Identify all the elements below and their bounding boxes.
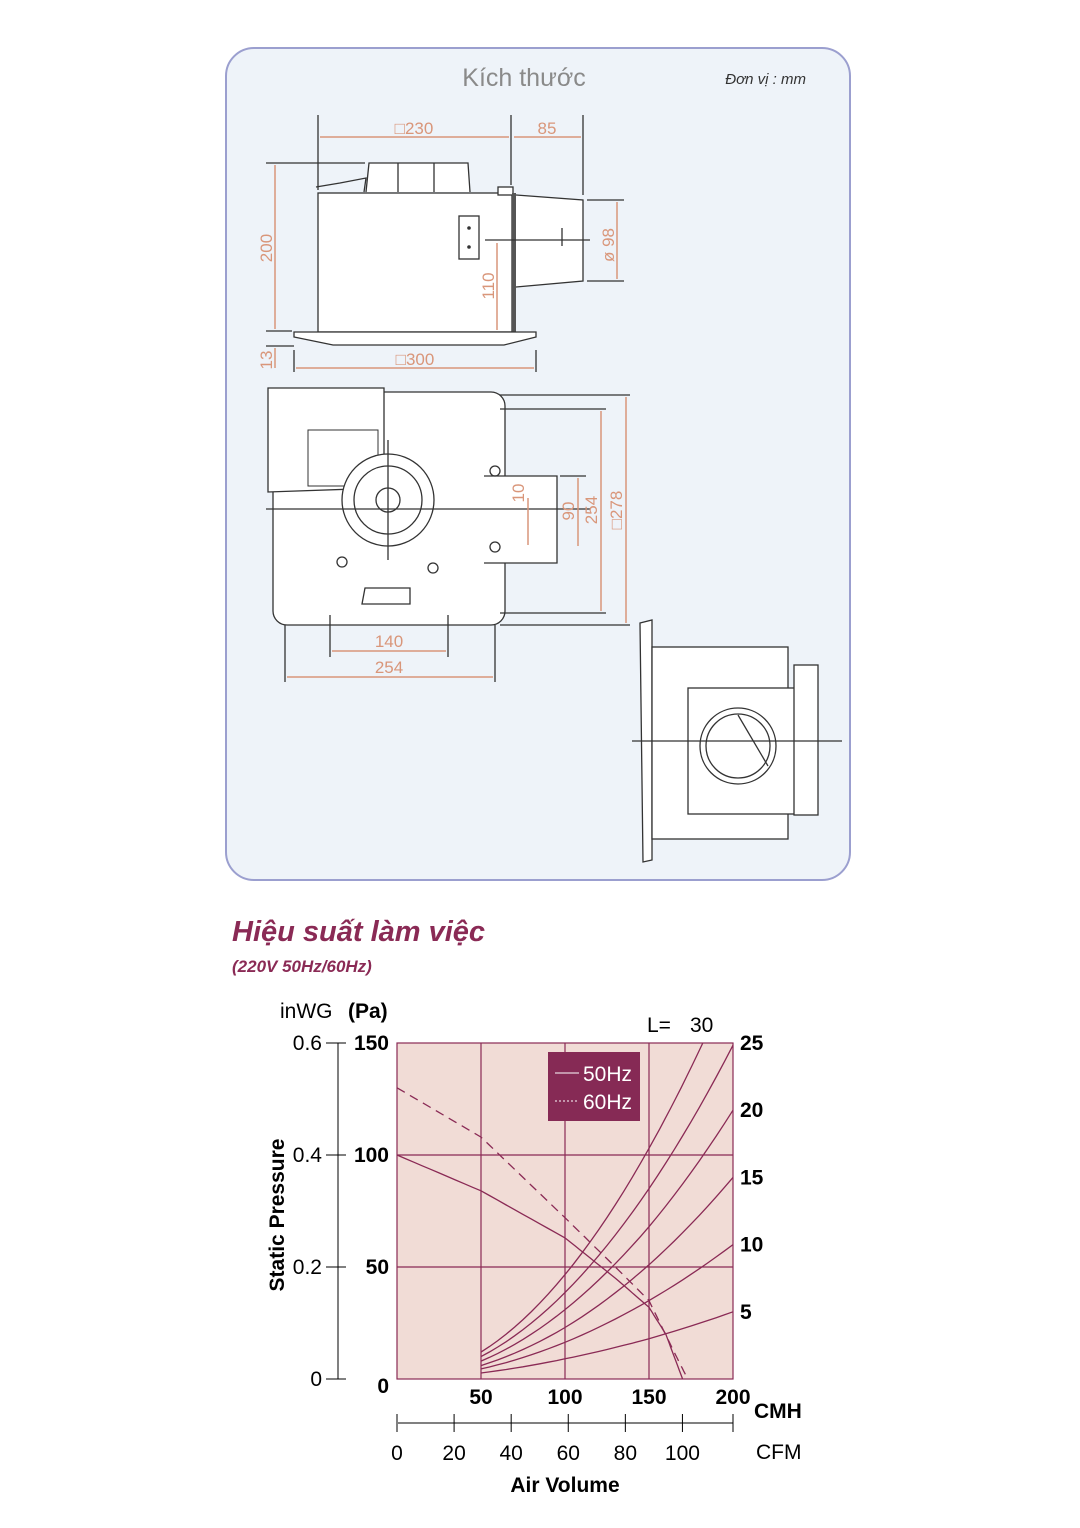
duct-length-top: 30 — [690, 1014, 713, 1037]
performance-title: Hiệu suất làm việc — [232, 916, 485, 948]
legend-60hz: 60Hz — [583, 1091, 632, 1114]
y-tick-pa: 100 — [354, 1144, 389, 1167]
y-unit-pa: (Pa) — [348, 1000, 388, 1023]
series-50hz — [396, 1154, 684, 1380]
resistance-curve-L25 — [480, 1044, 734, 1358]
dim-90: 90 — [559, 502, 578, 521]
x-tick-label: 100 — [547, 1386, 582, 1409]
cfm-tick-label: 0 — [391, 1442, 403, 1465]
dim-230: □230 — [395, 119, 434, 138]
side-view-drawing — [266, 115, 624, 372]
x-unit-cmh: CMH — [754, 1400, 802, 1423]
y-tick-inwg: 0.6 — [293, 1032, 322, 1055]
duct-length-right-label: 25 — [740, 1032, 764, 1055]
unit-label: Đơn vị : mm — [725, 71, 806, 88]
resistance-curve-L30 — [480, 1042, 704, 1353]
cfm-tick-label: 40 — [499, 1442, 522, 1465]
x-tick-label: 200 — [715, 1386, 750, 1409]
x-axis-title: Air Volume — [510, 1474, 619, 1497]
legend-50hz: 50Hz — [583, 1063, 632, 1086]
y-unit-inwg: inWG — [280, 1000, 333, 1023]
dim-200: 200 — [257, 234, 276, 262]
duct-length-right-label: 5 — [740, 1301, 752, 1324]
series-60hz — [396, 1087, 689, 1380]
side-section-drawing — [632, 619, 842, 863]
x-tick-label: 50 — [469, 1386, 492, 1409]
x-tick-label: 150 — [631, 1386, 666, 1409]
duct-length-right-label: 10 — [740, 1234, 763, 1257]
resistance-curve-L10 — [480, 1244, 734, 1370]
dim-300: □300 — [396, 350, 435, 369]
dim-278: □278 — [607, 491, 626, 530]
x-unit-cfm: CFM — [756, 1441, 802, 1464]
resistance-curve-L5 — [480, 1311, 734, 1374]
duct-length-right-label: 15 — [740, 1166, 764, 1189]
y-tick-inwg: 0 — [310, 1368, 322, 1391]
dim-110: 110 — [479, 272, 498, 299]
dim-254-horizontal: 254 — [375, 658, 403, 677]
y-tick-pa: 50 — [366, 1256, 389, 1279]
dim-254-vertical: 254 — [582, 496, 601, 524]
cfm-tick-label: 60 — [557, 1442, 580, 1465]
y-tick-pa: 150 — [354, 1032, 389, 1055]
bottom-view-drawing — [266, 387, 630, 682]
y-axis-title: Static Pressure — [266, 1139, 289, 1292]
y-tick-inwg: 0.2 — [293, 1256, 322, 1279]
dim-85: 85 — [538, 119, 557, 138]
dim-140: 140 — [375, 632, 403, 651]
cfm-tick-label: 80 — [614, 1442, 637, 1465]
duct-length-label: L= — [647, 1014, 671, 1037]
dim-10: 10 — [509, 484, 528, 503]
performance-chart: 50Hz 60Hz inWG (Pa) 1500.61000.4500.200 … — [266, 1000, 802, 1497]
y-tick-inwg: 0.4 — [293, 1144, 323, 1167]
dim-98: ø 98 — [599, 228, 618, 262]
y-tick-pa: 0 — [377, 1375, 389, 1398]
panel-title: Kích thước — [462, 64, 585, 92]
resistance-curve-L15 — [480, 1176, 734, 1367]
cfm-tick-label: 20 — [442, 1442, 465, 1465]
cfm-tick-label: 100 — [665, 1442, 700, 1465]
performance-subtitle: (220V 50Hz/60Hz) — [232, 957, 372, 976]
dim-13: 13 — [257, 351, 276, 370]
legend: 50Hz 60Hz — [548, 1052, 640, 1121]
duct-length-right-label: 20 — [740, 1099, 763, 1122]
